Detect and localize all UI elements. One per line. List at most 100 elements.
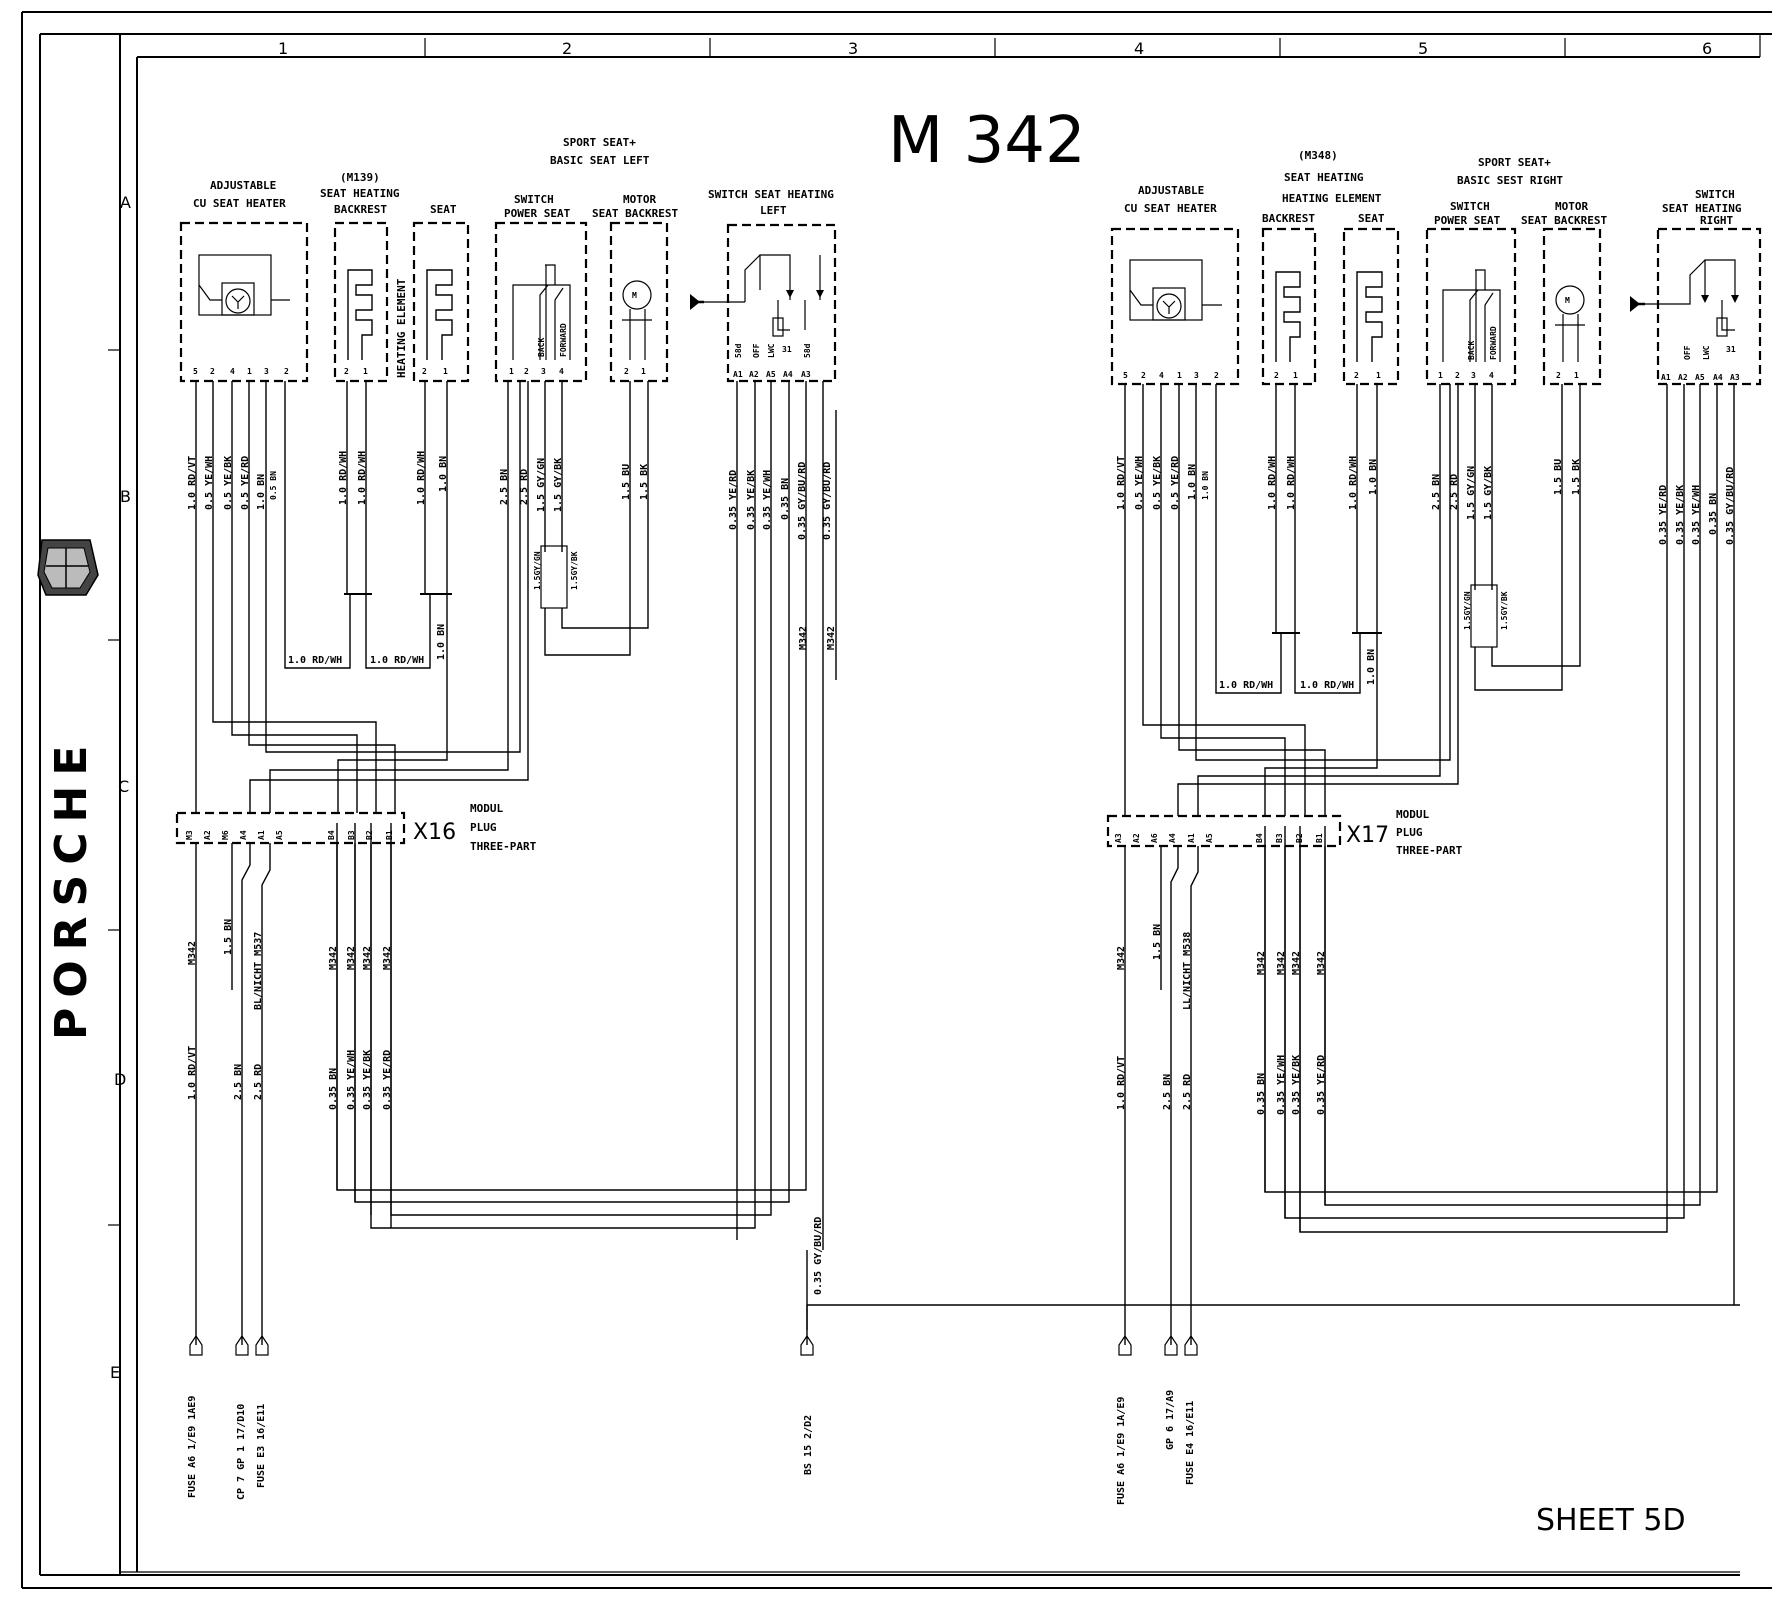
left-plug-pin: A5 — [275, 830, 284, 840]
right-backrest-pin: 2 — [1274, 371, 1279, 380]
right-wire-label: 1.5 BK — [1571, 459, 1582, 495]
left-dest-label: FUSE A6 1/E9 1AE9 — [187, 1396, 198, 1498]
left-wire-label: 0.5 YE/WH — [204, 456, 215, 510]
left-backrest-heater-icon — [347, 269, 373, 360]
left-lower-m342: M342 — [382, 946, 393, 970]
left-wire-label: 2.5 BN — [499, 469, 510, 505]
right-sh-inner: OFF — [1683, 345, 1692, 360]
left-switch-power-label: POWER SEAT — [504, 207, 571, 220]
right-power-pin: 4 — [1489, 371, 1494, 380]
right-plug-pin: B2 — [1295, 833, 1304, 843]
left-wire-label: 1.5 BK — [639, 464, 650, 500]
left-lower-wire-label: 0.35 YE/BK — [362, 1050, 373, 1110]
left-wire-label: 1.0 RD/WH — [357, 451, 368, 505]
right-power-pin: 2 — [1455, 371, 1460, 380]
right-backrest-label: BACKREST — [1262, 212, 1315, 225]
left-lower-wire-label: 0.35 YE/RD — [382, 1050, 393, 1110]
right-seat-box — [1342, 227, 1400, 386]
right-plug-pin: B4 — [1255, 833, 1264, 843]
right-plug-pin: A3 — [1114, 833, 1123, 843]
left-heating-label: BACKREST — [334, 203, 387, 216]
right-plug-desc: THREE-PART — [1396, 844, 1463, 857]
right-adj-pin: 2 — [1214, 371, 1219, 380]
right-bn-label: 1.5 BN — [1152, 924, 1163, 960]
right-adj-pin: 1 — [1177, 371, 1182, 380]
left-lower-wires — [195, 843, 808, 1345]
left-lower-m342: M342 — [346, 946, 357, 970]
right-heating-switch-box — [1656, 227, 1762, 386]
right-heating-switch-icon — [1630, 259, 1739, 337]
left-wire-label: 1.0 RD/WH — [338, 451, 349, 505]
right-dest-label: FUSE E4 16/E11 — [1185, 1401, 1196, 1485]
right-wire-label: 0.5 YE/WH — [1134, 456, 1145, 510]
left-lower-wire-label: 0.35 YE/WH — [346, 1050, 357, 1110]
right-lower-wire-label: 0.35 YE/WH — [1276, 1055, 1287, 1115]
left-heating-label: (M139) — [340, 171, 380, 184]
left-backrest-pin: 1 — [363, 367, 368, 376]
grid-row-b: B — [120, 487, 131, 506]
left-sh-pin: A1 — [733, 370, 743, 379]
right-plug-pin: B3 — [1275, 833, 1284, 843]
left-control-unit-icon — [198, 254, 290, 316]
left-wire-label: 0.5 YE/RD — [240, 456, 251, 510]
left-plug-pin: B1 — [385, 830, 394, 840]
right-seat-label: SEAT — [1358, 212, 1385, 225]
right-wire-label: 0.35 YE/BK — [1675, 485, 1686, 545]
right-wire-label: 1.0 RD/VT — [1116, 456, 1127, 510]
left-sh-pin: A2 — [749, 370, 759, 379]
left-plug-pin: M6 — [221, 830, 230, 840]
right-sport-seat-label: SPORT SEAT+ — [1478, 156, 1551, 169]
left-lower-m342: M342 — [187, 941, 198, 965]
right-sh-pin: A4 — [1713, 373, 1723, 382]
right-forward-label: FORWARD — [1489, 326, 1498, 360]
right-heating-label: HEATING ELEMENT — [1282, 192, 1382, 205]
right-mid-wire-label: 1.0 RD/WH — [1300, 680, 1354, 691]
svg-text:M: M — [632, 291, 637, 300]
left-power-switch-icon — [512, 264, 571, 360]
left-power-pin: 1 — [509, 367, 514, 376]
svg-text:M: M — [1565, 296, 1570, 305]
right-lower-wires — [1124, 846, 1326, 1345]
left-adjustable-label: ADJUSTABLE — [210, 179, 276, 192]
left-plug-x16 — [175, 811, 406, 845]
left-mid-wire-label: 1.0 RD/WH — [370, 655, 424, 666]
right-wire-label: 0.5 YE/RD — [1170, 456, 1181, 510]
right-adj-pin: 5 — [1123, 371, 1128, 380]
left-sh-pin: A5 — [766, 370, 776, 379]
right-wire-label: 2.5 BN — [1431, 474, 1442, 510]
left-adj-pin: 2 — [210, 367, 215, 376]
left-backrest-pin: 2 — [344, 367, 349, 376]
left-plug-pin: A1 — [257, 830, 266, 840]
right-wire-label: 0.35 YE/RD — [1658, 485, 1669, 545]
right-lower-m342: M342 — [1276, 951, 1287, 975]
right-adj-pin: 2 — [1141, 371, 1146, 380]
right-power-pin: 3 — [1471, 371, 1476, 380]
right-sh-inner: 31 — [1726, 345, 1736, 354]
right-sh-inner: LWC — [1702, 345, 1711, 360]
right-adjustable-box — [1110, 227, 1240, 386]
left-wire-label: 0.35 GY/BU/RD — [797, 462, 808, 540]
right-sh-pin: A1 — [1661, 373, 1671, 382]
right-plug-pin: A1 — [1187, 833, 1196, 843]
right-sport-seat-label: BASIC SEST RIGHT — [1457, 174, 1563, 187]
right-adj-pin: 4 — [1159, 371, 1164, 380]
left-motor-label: MOTOR — [623, 193, 656, 206]
left-adj-pin: 2 — [284, 367, 289, 376]
right-wire-label: 1.0 BN — [1187, 464, 1198, 500]
left-sh-inner: LWC — [767, 343, 776, 358]
left-lower-wire-label: 2.5 RD — [253, 1064, 264, 1100]
left-lower-wire-label: 0.35 BN — [328, 1068, 339, 1110]
left-heating-switch-box — [726, 223, 837, 383]
right-plug-name: X17 — [1346, 823, 1389, 848]
left-dest-label: FUSE E3 16/E11 — [256, 1404, 267, 1488]
left-adj-pin: 3 — [264, 367, 269, 376]
right-ll-label: LL/NICHT M538 — [1182, 932, 1193, 1010]
left-switch-heating-label: LEFT — [760, 204, 787, 217]
left-terminal-icons — [189, 1334, 814, 1356]
right-plug-desc: MODUL — [1396, 808, 1429, 821]
left-sh-pin: A4 — [783, 370, 793, 379]
right-wire-label: 1.0 BN — [1368, 459, 1379, 495]
right-wire-label: 1.0 BN — [1201, 471, 1210, 500]
left-m342-mark: M342 — [826, 626, 837, 650]
